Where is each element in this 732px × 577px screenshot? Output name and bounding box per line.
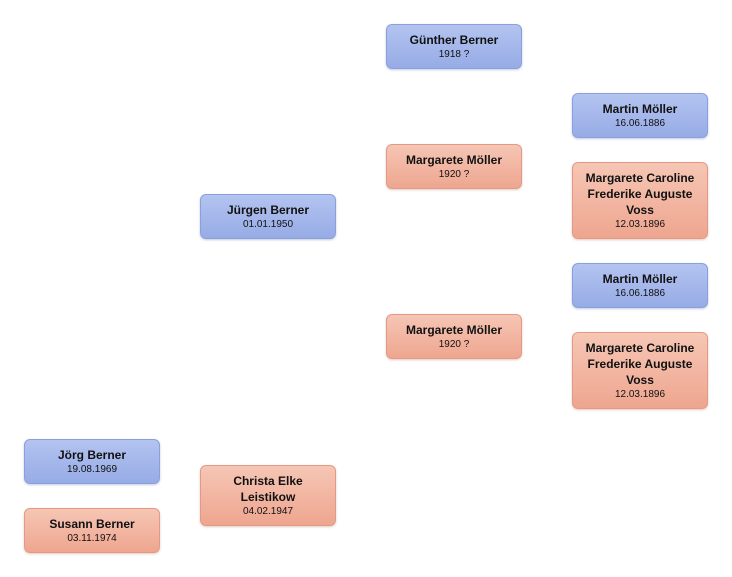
person-date: 1920 ?	[438, 339, 470, 350]
person-date: 04.02.1947	[242, 506, 294, 517]
person-date: 16.06.1886	[614, 118, 666, 129]
person-name: Susann Berner	[49, 517, 135, 531]
person-card-margarete-moeller-2[interactable]: Margarete Möller 1920 ?	[386, 314, 522, 359]
person-date: 16.06.1886	[614, 288, 666, 299]
person-card-joerg-berner[interactable]: Jörg Berner 19.08.1969	[24, 439, 160, 484]
person-date: 03.11.1974	[67, 533, 117, 544]
person-card-margarete-caroline-voss-1[interactable]: Margarete Caroline Frederike Auguste Vos…	[572, 162, 708, 239]
person-name: Jörg Berner	[57, 448, 127, 462]
person-card-christa-elke-leistikow[interactable]: Christa Elke Leistikow 04.02.1947	[200, 465, 336, 526]
person-card-juergen-berner[interactable]: Jürgen Berner 01.01.1950	[200, 194, 336, 239]
person-name: Martin Möller	[602, 272, 678, 286]
person-card-guenther-berner[interactable]: Günther Berner 1918 ?	[386, 24, 522, 69]
person-card-margarete-caroline-voss-2[interactable]: Margarete Caroline Frederike Auguste Vos…	[572, 332, 708, 409]
person-name: Margarete Möller	[405, 153, 503, 167]
person-date: 12.03.1896	[614, 389, 666, 400]
person-date: 12.03.1896	[614, 219, 666, 230]
person-card-susann-berner[interactable]: Susann Berner 03.11.1974	[24, 508, 160, 553]
person-card-margarete-moeller-1[interactable]: Margarete Möller 1920 ?	[386, 144, 522, 189]
person-name: Margarete Caroline Frederike Auguste Vos…	[585, 171, 695, 217]
person-date: 1918 ?	[438, 49, 470, 60]
person-card-martin-moeller-2[interactable]: Martin Möller 16.06.1886	[572, 263, 708, 308]
person-name: Jürgen Berner	[226, 203, 310, 217]
person-name: Margarete Caroline Frederike Auguste Vos…	[585, 341, 695, 387]
person-name: Christa Elke Leistikow	[233, 474, 303, 504]
person-name: Martin Möller	[602, 102, 678, 116]
person-date: 19.08.1969	[66, 464, 118, 475]
person-date: 01.01.1950	[242, 219, 294, 230]
person-name: Margarete Möller	[405, 323, 503, 337]
person-card-martin-moeller-1[interactable]: Martin Möller 16.06.1886	[572, 93, 708, 138]
person-name: Günther Berner	[409, 33, 499, 47]
person-date: 1920 ?	[438, 169, 470, 180]
